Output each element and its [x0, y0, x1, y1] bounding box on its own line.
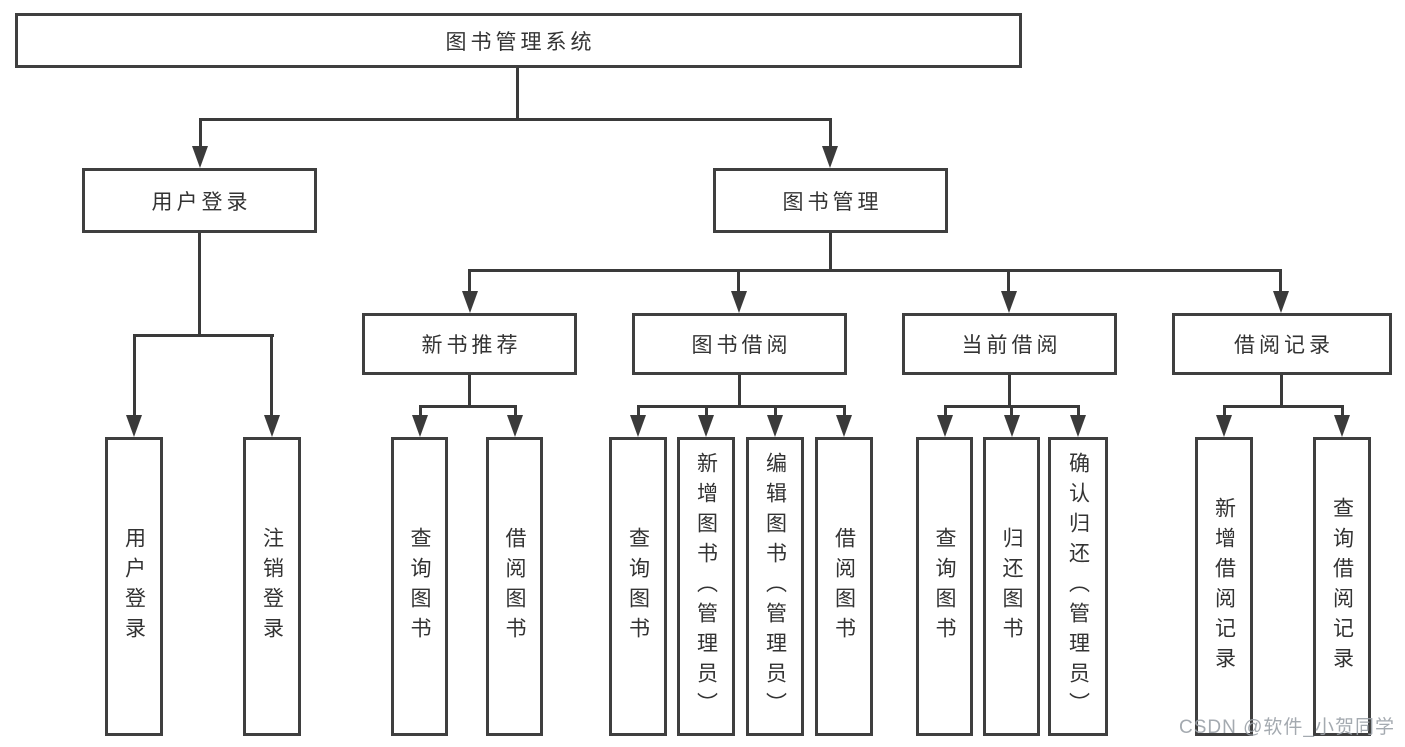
connector-line	[1010, 405, 1013, 417]
connector-line	[1280, 375, 1283, 407]
node-user-login: 用户登录	[82, 168, 317, 233]
node-book-borrowing: 图书借阅	[632, 313, 847, 375]
connector-line	[270, 336, 273, 418]
node-label: 新增图书（管理员）	[694, 451, 718, 722]
node-current-borrowing: 当前借阅	[902, 313, 1117, 375]
node-library-management-system: 图书管理系统	[15, 13, 1022, 68]
node-label: 查询图书	[933, 526, 956, 647]
connector-line	[1223, 405, 1344, 408]
arrow-down-icon	[1273, 291, 1289, 313]
connector-line	[468, 375, 471, 407]
connector-line	[774, 405, 777, 417]
node-add-borrow-record: 新增借阅记录	[1195, 437, 1253, 736]
arrow-down-icon	[630, 415, 646, 437]
node-confirm-return-admin: 确认归还（管理员）	[1048, 437, 1108, 736]
node-book-management: 图书管理	[713, 168, 948, 233]
node-label: 新增借阅记录	[1212, 496, 1236, 677]
connector-line	[829, 233, 832, 271]
arrow-down-icon	[731, 291, 747, 313]
node-borrowing-records: 借阅记录	[1172, 313, 1392, 375]
node-logout: 注销登录	[243, 437, 301, 736]
connector-line	[468, 269, 1282, 272]
node-label: 查询借阅记录	[1330, 496, 1354, 677]
node-new-book-recommendation: 新书推荐	[362, 313, 577, 375]
connector-line	[1279, 269, 1282, 293]
arrow-down-icon	[822, 146, 838, 168]
arrow-down-icon	[767, 415, 783, 437]
node-label: 注销登录	[260, 526, 284, 647]
arrow-down-icon	[1334, 415, 1350, 437]
arrow-down-icon	[192, 146, 208, 168]
node-newbooks-borrow-books: 借阅图书	[486, 437, 543, 736]
connector-line	[514, 405, 517, 417]
arrow-down-icon	[264, 415, 280, 437]
node-label: 用户登录	[122, 526, 146, 647]
arrow-down-icon	[1004, 415, 1020, 437]
connector-line	[637, 405, 640, 417]
connector-line	[199, 118, 832, 121]
connector-line	[419, 405, 422, 417]
connector-line	[829, 118, 832, 150]
connector-line	[737, 269, 740, 293]
connector-line	[843, 405, 846, 417]
node-label: 借阅图书	[832, 526, 856, 647]
connector-line	[705, 405, 708, 417]
arrow-down-icon	[412, 415, 428, 437]
node-edit-book-admin: 编辑图书（管理员）	[746, 437, 804, 736]
node-query-borrow-record: 查询借阅记录	[1313, 437, 1371, 736]
connector-line	[516, 68, 519, 118]
connector-line	[1008, 375, 1011, 407]
node-label: 归还图书	[1000, 526, 1023, 647]
arrow-down-icon	[1001, 291, 1017, 313]
arrow-down-icon	[698, 415, 714, 437]
arrow-down-icon	[1070, 415, 1086, 437]
arrow-down-icon	[1216, 415, 1232, 437]
node-label: 借阅图书	[503, 526, 526, 647]
arrow-down-icon	[507, 415, 523, 437]
node-label: 确认归还（管理员）	[1066, 451, 1090, 722]
node-label: 编辑图书（管理员）	[763, 451, 787, 722]
node-current-query-books: 查询图书	[916, 437, 973, 736]
node-borrowing-query-books: 查询图书	[609, 437, 667, 736]
connector-line	[637, 405, 846, 408]
connector-line	[1341, 405, 1344, 417]
arrow-down-icon	[126, 415, 142, 437]
arrow-down-icon	[462, 291, 478, 313]
csdn-watermark: CSDN @软件_小贺同学	[1179, 717, 1395, 738]
arrow-down-icon	[937, 415, 953, 437]
connector-line	[1077, 405, 1080, 417]
connector-line	[199, 118, 202, 150]
node-label: 查询图书	[408, 526, 431, 647]
node-user-login-leaf: 用户登录	[105, 437, 163, 736]
connector-line	[133, 334, 274, 337]
connector-line	[944, 405, 947, 417]
connector-line	[738, 375, 741, 407]
connector-line	[1223, 405, 1226, 417]
connector-line	[1007, 269, 1010, 293]
connector-line	[419, 405, 517, 408]
node-label: 查询图书	[626, 526, 650, 647]
node-borrowing-borrow-books: 借阅图书	[815, 437, 873, 736]
connector-line	[468, 269, 471, 293]
connector-line	[198, 233, 201, 336]
connector-line	[133, 336, 136, 418]
arrow-down-icon	[836, 415, 852, 437]
node-newbooks-query-books: 查询图书	[391, 437, 448, 736]
node-return-books: 归还图书	[983, 437, 1040, 736]
node-add-book-admin: 新增图书（管理员）	[677, 437, 735, 736]
